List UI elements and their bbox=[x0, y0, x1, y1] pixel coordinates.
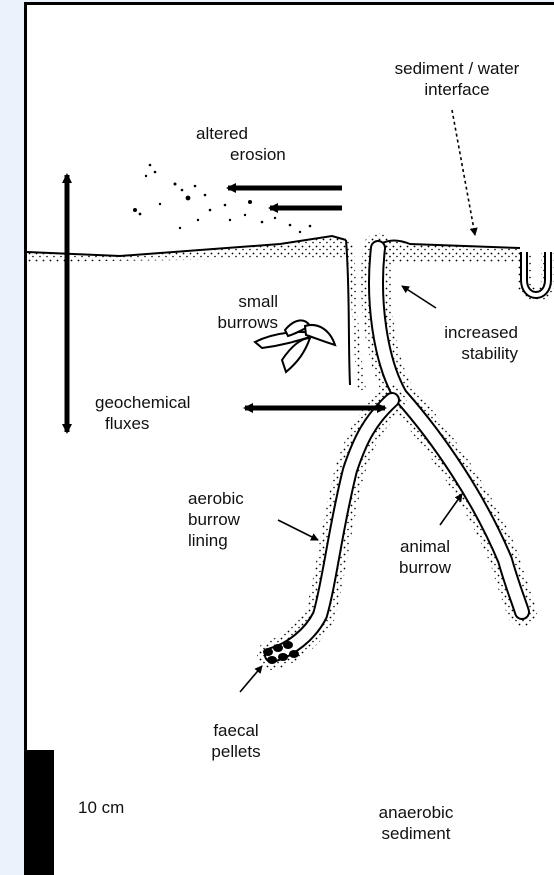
label-line: erosion bbox=[196, 144, 286, 165]
aerobic-burrow-tube bbox=[272, 400, 392, 655]
label-geochemical-fluxes: geochemical fluxes bbox=[95, 392, 190, 434]
label-line: lining bbox=[188, 530, 244, 551]
label-faecal-pellets: faecal pellets bbox=[196, 720, 276, 762]
pointer-arrows bbox=[240, 110, 475, 692]
label-line: anaerobic bbox=[366, 802, 466, 823]
label-line: faecal bbox=[196, 720, 276, 741]
label-line: altered bbox=[196, 123, 286, 144]
suspended-particles bbox=[133, 164, 311, 234]
label-line: pellets bbox=[196, 741, 276, 762]
label-line: animal bbox=[380, 536, 470, 557]
label-small-burrows: small burrows bbox=[196, 291, 278, 333]
label-increased-stability: increased stability bbox=[410, 322, 518, 364]
label-line: fluxes bbox=[95, 413, 190, 434]
label-line: burrow bbox=[380, 557, 470, 578]
label-line: geochemical bbox=[95, 392, 190, 413]
label-sediment-water-interface: sediment / water interface bbox=[372, 58, 542, 100]
sediment-surface-left bbox=[27, 236, 346, 262]
label-scale: 10 cm bbox=[78, 797, 124, 818]
label-line: burrow bbox=[188, 509, 244, 530]
erosion-arrows bbox=[228, 188, 342, 208]
label-line: aerobic bbox=[188, 488, 244, 509]
label-line: small bbox=[196, 291, 278, 312]
label-aerobic-burrow-lining: aerobic burrow lining bbox=[188, 488, 244, 551]
label-line: interface bbox=[372, 79, 542, 100]
label-line: burrows bbox=[196, 312, 278, 333]
label-anaerobic-sediment: anaerobic sediment bbox=[366, 802, 466, 844]
label-altered-erosion: altered erosion bbox=[196, 123, 286, 165]
u-burrow bbox=[524, 252, 548, 295]
sediment-surface-right bbox=[378, 241, 520, 263]
label-line: sediment / water bbox=[372, 58, 542, 79]
label-animal-burrow: animal burrow bbox=[380, 536, 470, 578]
label-line: sediment bbox=[366, 823, 466, 844]
label-line: increased bbox=[410, 322, 518, 343]
label-line: 10 cm bbox=[78, 797, 124, 818]
label-line: stability bbox=[410, 343, 518, 364]
